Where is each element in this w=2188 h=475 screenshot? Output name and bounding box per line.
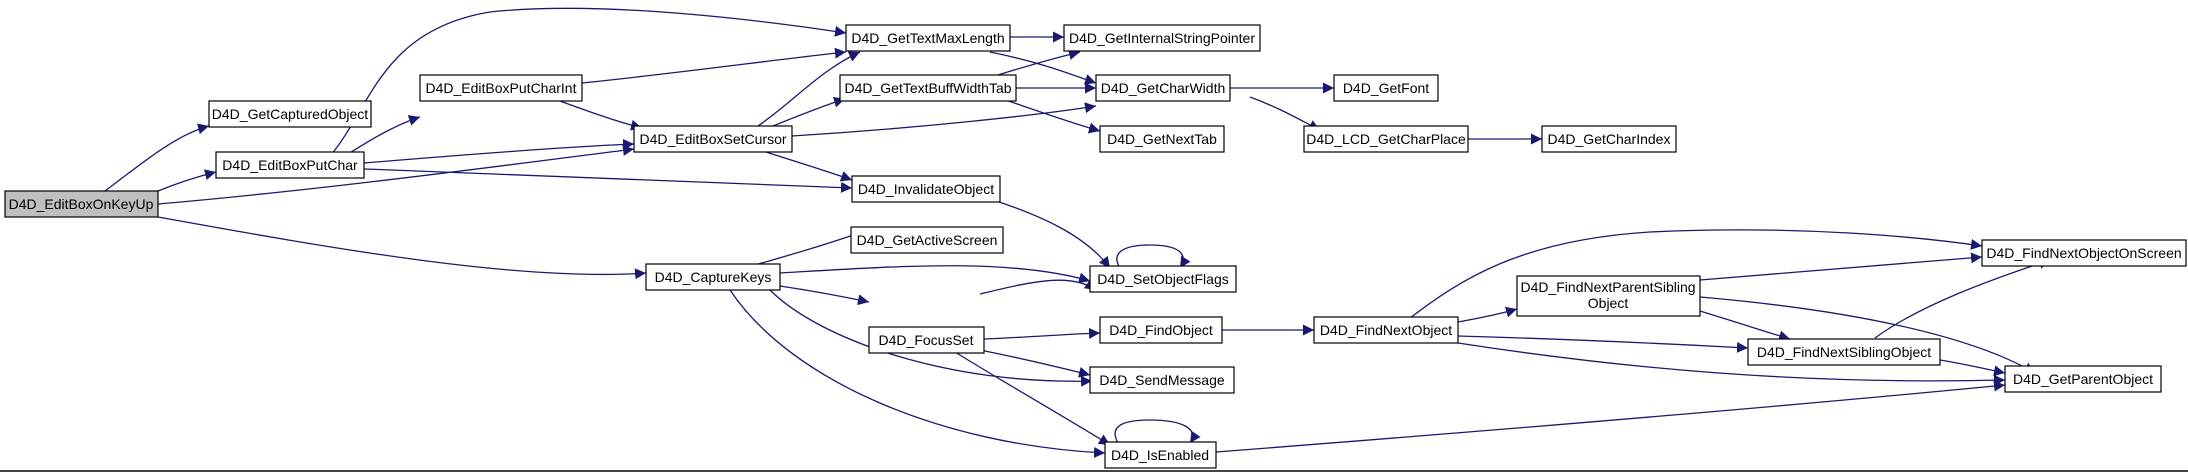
- node-getparentobject-label: D4D_GetParentObject: [2013, 371, 2153, 387]
- node-editboxputchar-label: D4D_EditBoxPutChar: [222, 157, 358, 173]
- node-getcapturedobject-label: D4D_GetCapturedObject: [212, 106, 369, 122]
- node-getactivescreen[interactable]: D4D_GetActiveScreen: [850, 226, 1004, 254]
- node-gettextbuffwidthtab[interactable]: D4D_GetTextBuffWidthTab: [839, 74, 1017, 102]
- edge-putchar-putcharint: [344, 115, 421, 157]
- node-focusset[interactable]: D4D_FocusSet: [868, 326, 985, 354]
- edge-findnext-getparent: [1457, 342, 2006, 386]
- edge-putcharint-editboxsetcursor: [559, 100, 643, 131]
- node-getcharwidth[interactable]: D4D_GetCharWidth: [1095, 74, 1231, 102]
- node-findnextsiblingobject-label: D4D_FindNextSiblingObject: [1757, 344, 1931, 360]
- node-isenabled[interactable]: D4D_IsEnabled: [1104, 441, 1217, 469]
- edge-capturekeys-getactivescreen: [747, 229, 866, 268]
- edge-parentsibling-onscreen: [1699, 252, 1983, 281]
- edge-siblingobject-onscreen: [1874, 258, 2051, 339]
- call-edges: [104, 7, 2051, 458]
- node-findnextobjectonscreen-label: D4D_FindNextObjectOnScreen: [1986, 245, 2181, 261]
- node-getparentobject[interactable]: D4D_GetParentObject: [2004, 365, 2162, 393]
- node-editboxputcharint[interactable]: D4D_EditBoxPutCharInt: [419, 74, 583, 102]
- node-editboxputchar[interactable]: D4D_EditBoxPutChar: [215, 151, 365, 179]
- edge-invalidate-setobjectflags: [989, 198, 1111, 269]
- edge-root-getcapturedobject: [104, 123, 210, 192]
- node-getcapturedobject[interactable]: D4D_GetCapturedObject: [208, 100, 372, 128]
- edge-capturekeys-sendmessage: [769, 289, 1093, 387]
- node-findnextobjectonscreen[interactable]: D4D_FindNextObjectOnScreen: [1981, 239, 2187, 267]
- edge-focusset-findobject: [983, 327, 1101, 340]
- edge-siblingobject-getparent: [1939, 359, 2006, 377]
- edge-isenabled-getparent: [1215, 380, 2006, 453]
- node-editboxsetcursor[interactable]: D4D_EditBoxSetCursor: [633, 125, 793, 153]
- edge-maxlength-getcharwidth: [989, 51, 1097, 85]
- node-findnextsiblingobject[interactable]: D4D_FindNextSiblingObject: [1747, 338, 1941, 366]
- edge-getcharwidth-lcdgetcharplace: [1249, 96, 1321, 131]
- node-findnextparentsiblingobject[interactable]: D4D_FindNextParentSibling Object: [1516, 275, 1701, 317]
- edge-capturekeys-setobjectflags: [779, 265, 1091, 284]
- node-setobjectflags-label: D4D_SetObjectFlags: [1097, 271, 1229, 287]
- node-root[interactable]: D4D_EditBoxOnKeyUp: [4, 190, 159, 218]
- node-gettextmaxlength-label: D4D_GetTextMaxLength: [851, 30, 1004, 46]
- edge-putchar-editboxsetcursor: [363, 138, 635, 164]
- node-gettextmaxlength[interactable]: D4D_GetTextMaxLength: [845, 24, 1011, 52]
- node-lcdgetcharplace-label: D4D_LCD_GetCharPlace: [1306, 131, 1466, 147]
- node-getnexttab[interactable]: D4D_GetNextTab: [1099, 125, 1225, 153]
- edge-findnext-siblingobject: [1457, 335, 1749, 353]
- edge-putchar-invalidateobject: [363, 168, 853, 193]
- edge-root-editboxputchar: [157, 169, 217, 192]
- node-gettextbuffwidthtab-label: D4D_GetTextBuffWidthTab: [844, 80, 1011, 96]
- node-getcharwidth-label: D4D_GetCharWidth: [1101, 80, 1226, 96]
- node-root-label: D4D_EditBoxOnKeyUp: [9, 196, 154, 212]
- node-sendmessage-label: D4D_SendMessage: [1099, 372, 1225, 388]
- edge-parentsibling-getparent: [1699, 296, 2036, 374]
- edge-setcursor-getcharwidth: [791, 102, 1097, 137]
- node-editboxsetcursor-label: D4D_EditBoxSetCursor: [639, 131, 786, 147]
- bottom-border: [0, 470, 2188, 472]
- node-getinternalstringpointer[interactable]: D4D_GetInternalStringPointer: [1063, 24, 1261, 52]
- node-sendmessage[interactable]: D4D_SendMessage: [1089, 366, 1235, 394]
- edge-capturekeys-isenabled: [729, 289, 1106, 458]
- edge-root-editboxsetcursor: [157, 144, 635, 205]
- edge-parentsibling-siblingobject: [1689, 307, 1791, 342]
- node-getcharindex[interactable]: D4D_GetCharIndex: [1541, 125, 1677, 153]
- node-capturekeys[interactable]: D4D_CaptureKeys: [645, 263, 781, 291]
- edge-findnext-onscreen: [1409, 229, 1983, 319]
- node-getactivescreen-label: D4D_GetActiveScreen: [857, 232, 998, 248]
- edge-buffwidth-getnexttab: [999, 97, 1101, 134]
- node-findnextparentsiblingobject-label-line1: D4D_FindNextParentSibling: [1520, 279, 1695, 295]
- node-lcdgetcharplace[interactable]: D4D_LCD_GetCharPlace: [1303, 125, 1469, 153]
- node-findobject[interactable]: D4D_FindObject: [1099, 316, 1223, 344]
- edge-putcharint-gettextmaxlength: [581, 47, 847, 84]
- edge-isenabled-self: [1114, 419, 1201, 444]
- node-isenabled-label: D4D_IsEnabled: [1111, 447, 1209, 463]
- edge-setcursor-invalidateobject: [759, 149, 853, 182]
- node-findnextparentsiblingobject-label-line2: Object: [1588, 295, 1629, 311]
- node-editboxputcharint-label: D4D_EditBoxPutCharInt: [426, 80, 577, 96]
- node-getcharindex-label: D4D_GetCharIndex: [1548, 131, 1671, 147]
- node-getnexttab-label: D4D_GetNextTab: [1107, 131, 1217, 147]
- node-focusset-label: D4D_FocusSet: [879, 332, 974, 348]
- node-getinternalstringpointer-label: D4D_GetInternalStringPointer: [1069, 30, 1255, 46]
- node-capturekeys-label: D4D_CaptureKeys: [655, 269, 772, 285]
- node-invalidateobject[interactable]: D4D_InvalidateObject: [851, 175, 1001, 203]
- edge-setcursor-gettextbuffwidthtab: [767, 96, 846, 129]
- node-setobjectflags[interactable]: D4D_SetObjectFlags: [1089, 265, 1237, 293]
- edge-setcursor-gettextmaxlength: [754, 51, 861, 129]
- node-invalidateobject-label: D4D_InvalidateObject: [858, 181, 994, 197]
- edge-capturekeys-focusset: [779, 285, 870, 306]
- edge-focusset-setobjectflags: [979, 279, 1097, 295]
- edge-focusset-sendmessage: [979, 349, 1091, 378]
- edge-focusset-isenabled: [954, 351, 1111, 446]
- node-findobject-label: D4D_FindObject: [1109, 322, 1213, 338]
- node-getfont[interactable]: D4D_GetFont: [1333, 74, 1439, 102]
- node-findnextobject[interactable]: D4D_FindNextObject: [1313, 316, 1459, 344]
- edge-setobjectflags-self: [1116, 244, 1191, 269]
- edge-root-capturekeys: [157, 216, 647, 280]
- node-getfont-label: D4D_GetFont: [1343, 80, 1429, 96]
- edge-findnext-parentsibling: [1457, 306, 1518, 323]
- node-findnextobject-label: D4D_FindNextObject: [1320, 322, 1452, 338]
